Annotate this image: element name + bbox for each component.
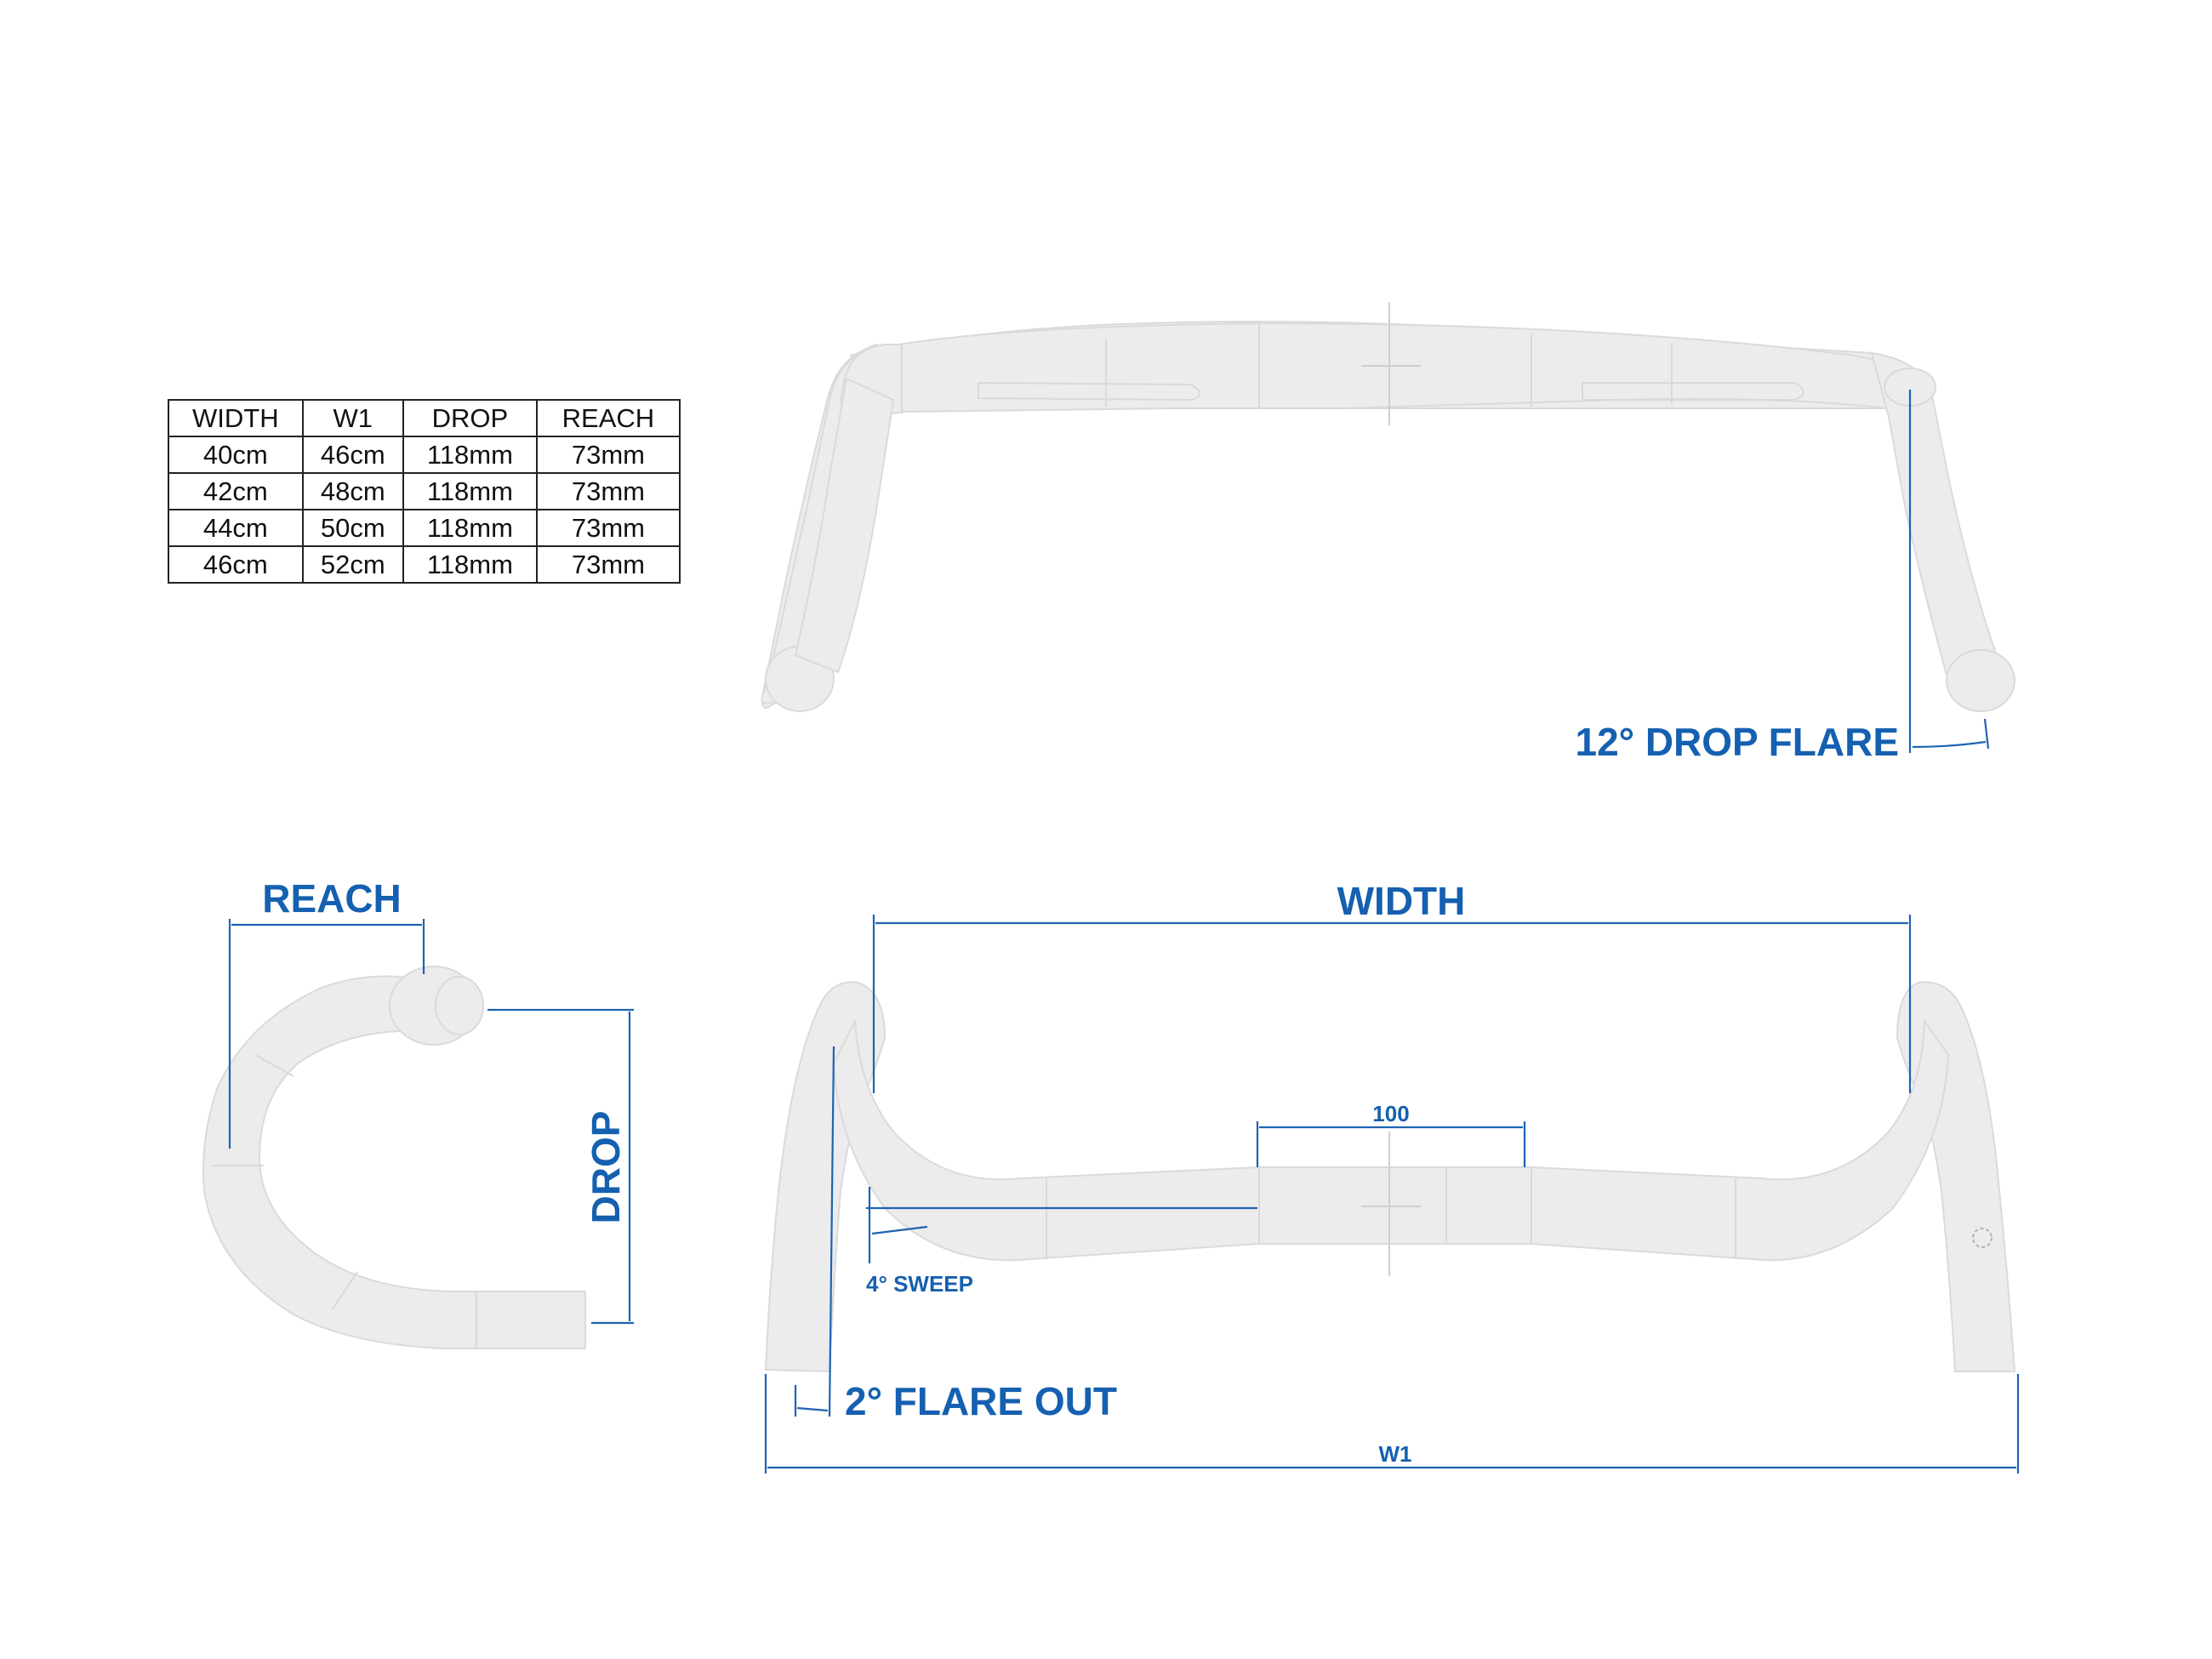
front-view-centerline — [1361, 1132, 1421, 1276]
top-view-handlebar — [761, 302, 2015, 712]
cell-w1: 46cm — [301, 436, 405, 474]
front-view-right-drop — [1896, 981, 2016, 1372]
width-dimension: WIDTH — [872, 879, 1912, 1093]
side-view-seams — [213, 1054, 477, 1348]
table-row: 42cm 48cm 118mm 73mm — [168, 472, 681, 510]
front-view-port-icon — [1972, 1228, 1993, 1248]
cell-width: 44cm — [168, 509, 304, 547]
cell-reach: 73mm — [535, 472, 681, 510]
cell-drop: 118mm — [402, 509, 538, 547]
drop-flare-angle-line — [1983, 718, 1990, 750]
cell-w1: 52cm — [301, 545, 405, 584]
header-width: WIDTH — [168, 399, 304, 437]
center-width-dimension: 100 — [1256, 1101, 1526, 1167]
front-view-handlebar — [764, 981, 2016, 1373]
cell-width: 42cm — [168, 472, 304, 510]
reach-label: REACH — [262, 876, 402, 921]
table-row: 40cm 46cm 118mm 73mm — [168, 436, 681, 474]
size-table: WIDTH W1 DROP REACH 40cm 46cm 118mm 73mm… — [168, 399, 681, 584]
top-view-seams — [1105, 323, 1673, 408]
cell-width: 40cm — [168, 436, 304, 474]
header-reach: REACH — [535, 399, 681, 437]
side-view-clamp-face — [435, 976, 484, 1035]
cell-width: 46cm — [168, 545, 304, 584]
top-view-left-drop-body — [794, 377, 895, 674]
width-label: WIDTH — [1337, 879, 1466, 923]
flare-out-dimension: 2° FLARE OUT — [794, 1046, 1117, 1423]
top-view-cable-grooves — [978, 381, 1804, 402]
drop-dimension: DROP — [487, 1008, 634, 1325]
sweep-dimension: 4° SWEEP — [866, 1187, 1257, 1297]
drop-flare-arc — [1912, 740, 1987, 749]
drop-dimension-lines — [487, 1008, 634, 1325]
w1-label: W1 — [1379, 1441, 1412, 1467]
cell-reach: 73mm — [535, 509, 681, 547]
size-table-header-row: WIDTH W1 DROP REACH — [168, 399, 681, 437]
header-w1: W1 — [301, 399, 405, 437]
reach-dimension-lines — [228, 919, 425, 1149]
cell-drop: 118mm — [402, 545, 538, 584]
cell-w1: 50cm — [301, 509, 405, 547]
table-row: 44cm 50cm 118mm 73mm — [168, 509, 681, 547]
side-view-bend — [202, 975, 586, 1349]
top-view-right-drop — [1870, 351, 2001, 682]
cell-w1: 48cm — [301, 472, 405, 510]
center-width-dimension-lines — [1256, 1121, 1526, 1167]
cell-reach: 73mm — [535, 436, 681, 474]
table-row: 46cm 52cm 118mm 73mm — [168, 545, 681, 584]
drop-flare-label: 12° DROP FLARE — [1575, 720, 1899, 764]
side-view-handlebar — [202, 966, 586, 1349]
w1-dimension-lines — [764, 1374, 2020, 1474]
cell-drop: 118mm — [402, 472, 538, 510]
front-view-seams — [1046, 1167, 1736, 1259]
front-view-tops — [832, 1018, 1950, 1262]
w1-dimension: W1 — [764, 1374, 2020, 1474]
cell-drop: 118mm — [402, 436, 538, 474]
sweep-dimension-lines — [866, 1187, 1257, 1263]
top-view-right-bar-end — [1946, 649, 2015, 712]
top-view-centerline — [1361, 302, 1421, 425]
flare-out-dimension-lines — [794, 1046, 835, 1417]
header-drop: DROP — [402, 399, 538, 437]
drop-label: DROP — [584, 1111, 628, 1224]
drop-flare-dimension: 12° DROP FLARE — [1575, 390, 1990, 764]
cell-reach: 73mm — [535, 545, 681, 584]
width-dimension-lines — [872, 915, 1912, 1093]
sweep-label: 4° SWEEP — [866, 1271, 973, 1297]
center-width-label: 100 — [1372, 1101, 1409, 1126]
flare-out-label: 2° FLARE OUT — [845, 1379, 1117, 1423]
reach-dimension: REACH — [228, 876, 425, 1149]
